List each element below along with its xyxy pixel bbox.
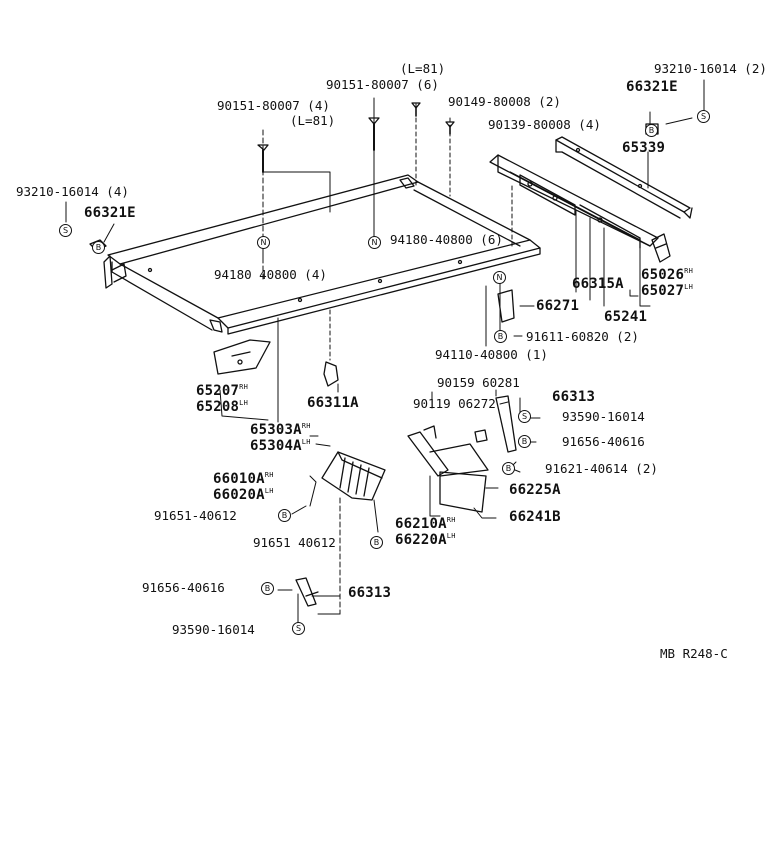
rail-65339 (555, 136, 693, 219)
callout-93210-16014-2: 93210-16014 (2) (654, 61, 767, 76)
rack-frame (103, 174, 541, 335)
callout-66311A: 66311A (307, 395, 359, 411)
callout-length-l81-a: (L=81) (400, 61, 446, 76)
callout-90139-80008: 90139-80008 (4) (488, 117, 601, 132)
symbol-n-middle: N (368, 236, 381, 249)
callout-65208: 65208LH (196, 399, 248, 415)
callout-91656-40616-lower: 91656-40616 (142, 580, 225, 595)
callout-length-l81-b: (L=81) (290, 113, 336, 128)
rail-assembly (489, 154, 671, 263)
callout-66313-upper: 66313 (552, 389, 596, 405)
symbol-b-nut-right: B (645, 124, 658, 137)
symbol-b-91611: B (494, 330, 507, 343)
callout-90149-80008: 90149-80008 (2) (448, 94, 561, 109)
callout-91651-40612-upper: 91651-40612 (154, 508, 237, 523)
callout-66210A: 66210ARH (395, 516, 456, 532)
callout-94110-40800: 94110-40800 (1) (435, 347, 548, 362)
bracket-65207 (213, 339, 271, 375)
callout-66313-lower: 66313 (348, 585, 392, 601)
symbol-b-91651-upper: B (278, 509, 291, 522)
symbol-s-93590-upper: S (518, 410, 531, 423)
callout-66010A: 66010ARH (213, 471, 274, 487)
callout-93590-16014-upper: 93590-16014 (562, 409, 645, 424)
symbol-b-91656-lower: B (261, 582, 274, 595)
callout-91611-60820: 91611-60820 (2) (526, 329, 639, 344)
callout-66220A: 66220ALH (395, 532, 456, 548)
callout-65241: 65241 (604, 309, 648, 325)
callout-65026: 65026RH (641, 267, 693, 283)
callout-94180-40800-6: 94180-40800 (6) (390, 232, 503, 247)
callout-93590-16014-lower: 93590-16014 (172, 622, 255, 637)
symbol-s-93590-lower: S (292, 622, 305, 635)
callout-90119-06272: 90119 06272 (413, 396, 496, 411)
callout-90159-60281: 90159 60281 (437, 375, 520, 390)
mudflap-assembly (407, 395, 517, 513)
figure-code: MB R248-C (660, 646, 728, 661)
callout-90151-80007-6: 90151-80007 (6) (326, 77, 439, 92)
callout-66271: 66271 (536, 298, 580, 314)
callout-93210-16014-4: 93210-16014 (4) (16, 184, 129, 199)
bracket-66271 (497, 289, 515, 323)
callout-65303A: 65303ARH (250, 422, 311, 438)
callout-91656-40616-upper: 91656-40616 (562, 434, 645, 449)
callout-66020A: 66020ALH (213, 487, 274, 503)
callout-66315A: 66315A (572, 276, 624, 292)
symbol-n-right: N (493, 271, 506, 284)
callout-66241B: 66241B (509, 509, 561, 525)
callout-91621-40614: 91621-40614 (2) (545, 461, 658, 476)
symbol-s-right: S (697, 110, 710, 123)
callout-65027: 65027LH (641, 283, 693, 299)
callout-66321E-right: 66321E (626, 79, 678, 95)
callout-91651-40612-lower: 91651 40612 (253, 535, 336, 550)
callout-66321E-left: 66321E (84, 205, 136, 221)
callout-66225A: 66225A (509, 482, 561, 498)
symbol-b-91621: B (502, 462, 515, 475)
callout-65207: 65207RH (196, 383, 248, 399)
mudguard-left (321, 451, 386, 501)
symbol-b-nut-left: B (92, 241, 105, 254)
callout-90151-80007-4: 90151-80007 (4) (217, 98, 330, 113)
symbol-b-91651-lower: B (370, 536, 383, 549)
hook-66311A (323, 361, 339, 387)
leader-lines (65, 79, 705, 623)
symbol-b-91656-upper: B (518, 435, 531, 448)
symbol-s-left: S (59, 224, 72, 237)
callout-94180-40800-4: 94180 40800 (4) (214, 267, 327, 282)
bracket-66313-lower (295, 577, 319, 607)
callout-65304A: 65304ALH (250, 438, 311, 454)
symbol-n-left: N (257, 236, 270, 249)
callout-65339: 65339 (622, 140, 666, 156)
